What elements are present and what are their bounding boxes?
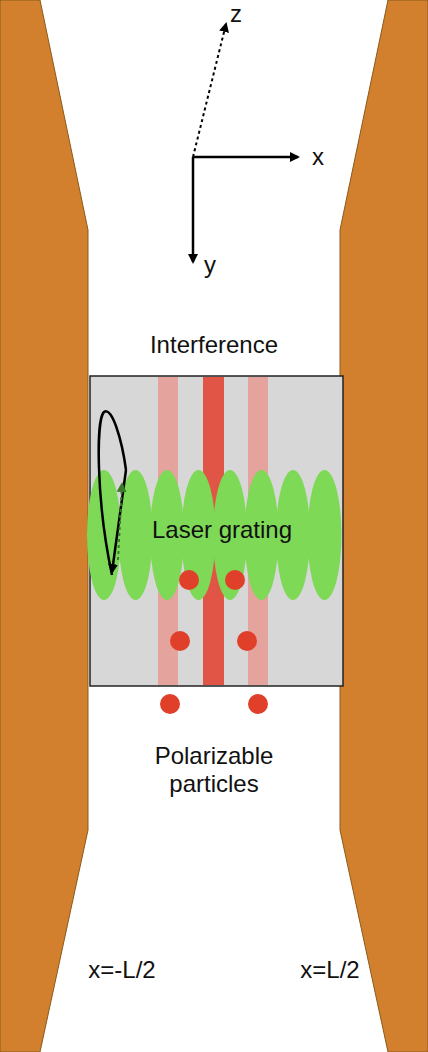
axes [193,24,298,262]
particles [160,570,268,714]
node-text: Interference [150,331,278,359]
electrode-plate [0,0,88,1052]
particles-label: Polarizable particles [129,742,299,797]
position-label: x=L/2 [300,956,359,984]
laser-grating [87,470,342,600]
electrode-plate [340,0,428,1052]
node-text: Laser grating [152,516,292,544]
axis-label: z [230,0,242,28]
axis-label: y [204,251,216,279]
axis-label: x [312,143,324,171]
trajectory [99,411,126,575]
interference-region [90,376,343,686]
trajectory [112,470,126,572]
position-label: x=-L/2 [88,956,155,984]
dipole-arrow [118,484,122,560]
